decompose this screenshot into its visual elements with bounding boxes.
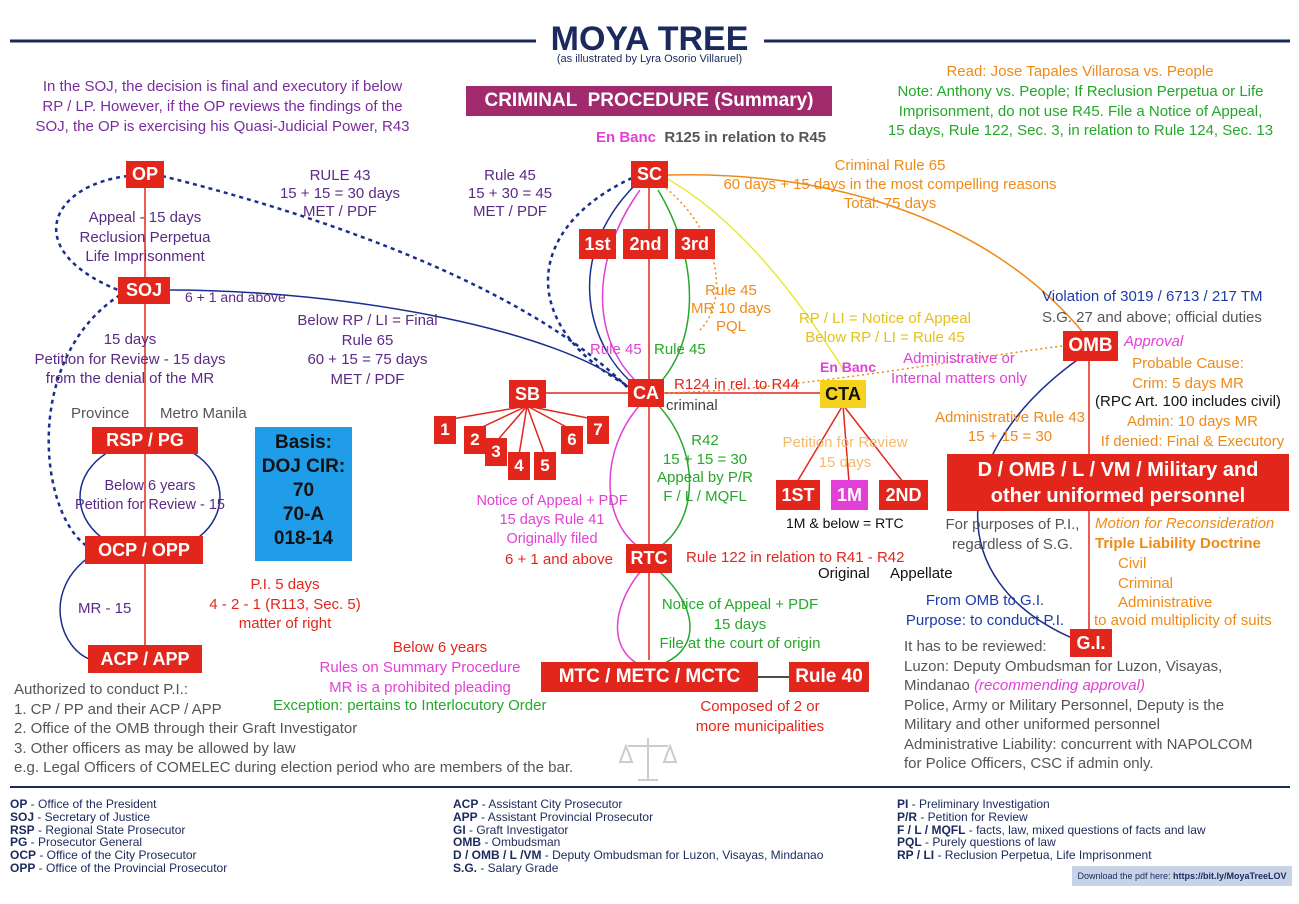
node-sb-division: 3 (485, 438, 507, 466)
node-omb: OMB (1063, 331, 1118, 361)
node-acp-app: ACP / APP (88, 645, 202, 673)
mr15-note: MR - 15 (78, 600, 132, 617)
pi-purposes-note: For purposes of P.I.,regardless of S.G. (945, 516, 1080, 553)
basis-line: 70 (292, 480, 315, 501)
basis-line: 018-14 (273, 528, 334, 549)
metro-label: Metro Manila (160, 405, 247, 422)
one-m-below-note: 1M & below = RTC (786, 515, 904, 531)
title-badge: CRIMINAL PROCEDURE (Summary) (466, 86, 832, 116)
r124-note: R124 in rel. to R44 (674, 376, 800, 393)
node-soj: SOJ (118, 277, 170, 304)
node-sc-division-3rd: 3rd (675, 229, 715, 259)
download-link[interactable]: https://bit.ly/MoyaTreeLOV (1173, 871, 1287, 881)
six-plus-one-rtc: 6 + 1 and above (504, 551, 613, 568)
province-label: Province (71, 405, 130, 422)
node-gi: G.I. (1070, 629, 1112, 657)
node-sb-division: 1 (434, 416, 456, 444)
node-sc-division-2nd: 2nd (623, 229, 668, 259)
probable-cause-note: Probable Cause:Crim: 5 days MR (1132, 355, 1244, 392)
read-note: Read: Jose Tapales Villarosa vs. People (946, 63, 1214, 80)
node-sb-division: 5 (534, 452, 556, 480)
exception-note: Exception: pertains to Interlocutory Ord… (273, 697, 547, 714)
node-op: OP (126, 161, 164, 188)
node-sb-division: 2 (464, 426, 486, 454)
node-rsp-pg: RSP / PG (92, 427, 198, 454)
scales-icon (618, 738, 678, 781)
node-cta-1m: 1M (831, 480, 868, 510)
legend-column-3: PI - Preliminary Investigation P/R - Pet… (897, 797, 1206, 863)
node-rule40: Rule 40 (789, 662, 869, 692)
soj-note: In the SOJ, the decision is final and ex… (35, 78, 410, 135)
sg27-note: S.G. 27 and above; official duties (1042, 309, 1262, 326)
download-label: Download the pdf here: (1077, 871, 1174, 881)
below6-summary-label: Below 6 years (392, 639, 488, 656)
motion-recon-label: Motion for Reconsideration (1095, 515, 1275, 532)
node-sb: SB (509, 380, 546, 408)
criminal-label: criminal (666, 397, 718, 414)
download-banner: Download the pdf here: https://bit.ly/Mo… (1072, 866, 1292, 886)
reviewed-note: It has to be reviewed: Luzon: Deputy Omb… (904, 638, 1253, 772)
node-ca: CA (628, 379, 664, 407)
node-deputy-omb: D / OMB / L / VM / Military and other un… (947, 454, 1289, 511)
basis-line: DOJ CIR: (261, 456, 346, 477)
rule45-left-label: Rule 45 (590, 341, 642, 358)
node-sb-division: 6 (561, 426, 583, 454)
multiplicity-note: to avoid multiplicity of suits (1094, 612, 1272, 629)
rule45-right-label: Rule 45 (654, 341, 706, 358)
approval-label: Approval (1124, 333, 1184, 350)
appellate-label: Appellate (890, 565, 953, 582)
node-mtc-metc-mctc: MTC / METC / MCTC (541, 662, 758, 692)
authorized-list: Authorized to conduct P.I.: 1. CP / PP a… (14, 681, 574, 777)
node-sc: SC (631, 161, 668, 188)
node-sc-division-1st: 1st (579, 229, 616, 259)
r125-note: En Banc R125 in relation to R45 (596, 129, 827, 146)
r122-note: Rule 122 in relation to R41 - R42 (686, 549, 905, 566)
node-cta-1st: 1ST (776, 480, 820, 510)
page-title: MOYA TREE (550, 20, 749, 58)
triple-liability-label: Triple Liability Doctrine (1095, 535, 1261, 552)
node-cta-2nd: 2ND (879, 480, 928, 510)
from-omb-note: From OMB to G.I.Purpose: to conduct P.I. (905, 592, 1065, 629)
violation-note: Violation of 3019 / 6713 / 217 TM (1042, 288, 1263, 305)
node-sb-division: 7 (587, 416, 609, 444)
original-label: Original (818, 565, 870, 582)
node-sb-division: 4 (508, 452, 530, 480)
basis-line: 70-A (282, 504, 325, 525)
legend-column-2: ACP - Assistant City Prosecutor APP - As… (453, 797, 824, 875)
basis-box: Basis: DOJ CIR: 70 70-A 018-14 (255, 427, 352, 561)
six-plus-one-note: 6 + 1 and above (185, 289, 286, 305)
node-cta: CTA (820, 380, 866, 408)
node-rtc: RTC (626, 544, 672, 573)
anthony-note: Note: Anthony vs. People; If Reclusion P… (887, 83, 1274, 139)
legend-column-1: OP - Office of the President SOJ - Secre… (10, 797, 228, 875)
node-ocp-opp: OCP / OPP (85, 536, 203, 564)
en-banc-cta: En Banc (820, 359, 877, 375)
basis-line: Basis: (274, 432, 333, 453)
rpc100-note: (RPC Art. 100 includes civil) (1095, 393, 1281, 410)
page-subtitle: (as illustrated by Lyra Osorio Villaruel… (556, 53, 743, 65)
